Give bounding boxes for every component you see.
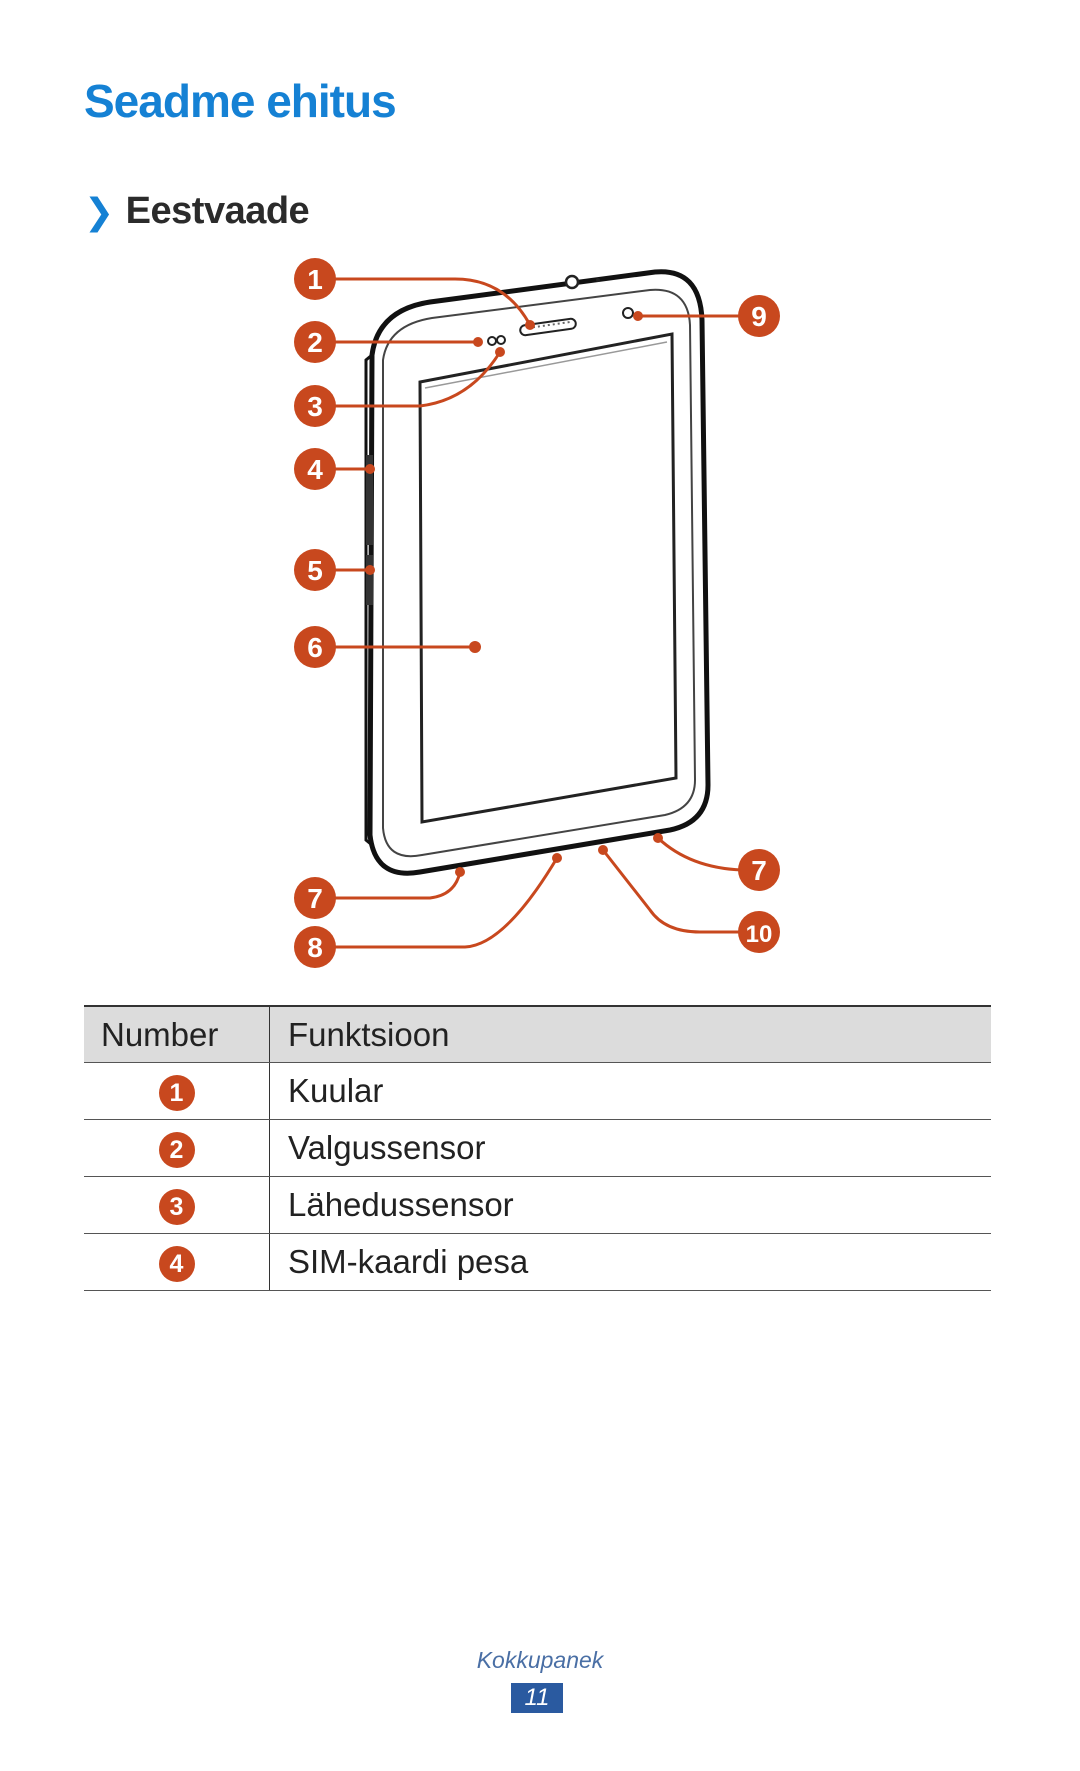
table-header-row: Number Funktsioon xyxy=(84,1005,991,1063)
page-title: Seadme ehitus xyxy=(84,75,397,127)
table-row: 1 Kuular xyxy=(84,1062,991,1120)
footer-section-name: Kokkupanek xyxy=(476,1647,604,1673)
column-header-function: Funktsioon xyxy=(269,1005,991,1063)
callout-number: 7 xyxy=(751,855,767,886)
callout-badge-4: 4 xyxy=(294,448,336,490)
callout-dots xyxy=(365,311,663,877)
function-label: Lähedussensor xyxy=(269,1176,991,1234)
function-label: SIM-kaardi pesa xyxy=(269,1233,991,1291)
callout-number: 1 xyxy=(307,264,323,295)
callout-leader-lines xyxy=(330,277,743,949)
callout-number: 5 xyxy=(307,555,323,586)
function-label: Valgussensor xyxy=(269,1119,991,1177)
callout-number: 2 xyxy=(307,327,323,358)
callout-badge-7-right: 7 xyxy=(738,849,780,891)
callout-badge-3: 3 xyxy=(294,385,336,427)
callout-badge-9: 9 xyxy=(738,295,780,337)
device-front-diagram: 1 2 3 4 5 6 7 8 9 7 10 xyxy=(294,258,780,968)
callout-badge-2: 2 xyxy=(294,321,336,363)
table-row: 3 Lähedussensor xyxy=(84,1176,991,1234)
callout-badge-10: 10 xyxy=(738,911,780,953)
callout-number: 10 xyxy=(746,921,773,948)
callout-badge-8: 8 xyxy=(294,926,336,968)
callout-number: 6 xyxy=(307,632,323,663)
tablet-illustration xyxy=(364,269,711,876)
section-heading: ❯ Eestvaade xyxy=(84,190,310,233)
page-number: 11 xyxy=(511,1683,563,1713)
table-row: 2 Valgussensor xyxy=(84,1119,991,1177)
section-heading-text: Eestvaade xyxy=(125,190,310,232)
callout-number: 7 xyxy=(307,883,323,914)
callout-number: 3 xyxy=(307,391,323,422)
number-badge: 2 xyxy=(158,1131,195,1168)
table-row: 4 SIM-kaardi pesa xyxy=(84,1233,991,1291)
number-badge: 4 xyxy=(158,1245,195,1282)
number-badge: 1 xyxy=(158,1074,195,1111)
callout-badge-1: 1 xyxy=(294,258,336,300)
function-table: Number Funktsioon 1 Kuular 2 Valgussenso… xyxy=(84,1005,991,1291)
callout-number: 9 xyxy=(751,301,767,332)
column-header-number: Number xyxy=(84,1005,270,1063)
callout-number: 4 xyxy=(307,454,323,485)
function-label: Kuular xyxy=(269,1062,991,1120)
number-badge: 3 xyxy=(158,1188,195,1225)
callout-number: 8 xyxy=(307,932,323,963)
callout-badge-5: 5 xyxy=(294,549,336,591)
callout-badge-6: 6 xyxy=(294,626,336,668)
chevron-right-icon: ❯ xyxy=(84,190,114,232)
callout-badge-7-left: 7 xyxy=(294,877,336,919)
